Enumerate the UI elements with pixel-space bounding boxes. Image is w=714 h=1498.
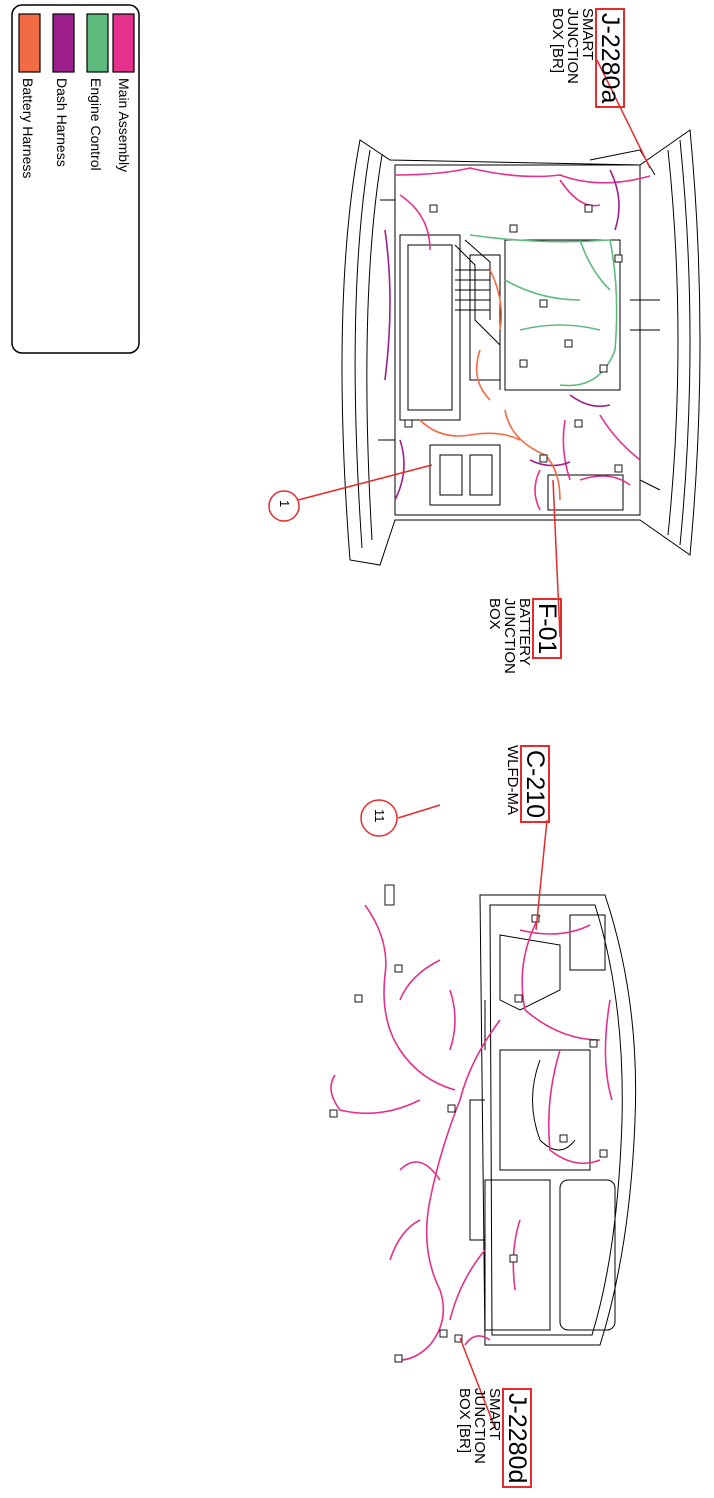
callout-c210-code: C-210 [520,745,550,824]
callout-j2280a-line-2: JUNCTION [564,8,581,84]
callout-j2280d-line-3: BOX [BR] [456,1388,473,1454]
callout-f01-line-2: JUNCTION [501,598,518,674]
callout-j2280a: J-2280a SMART JUNCTION BOX [BR] [549,8,625,109]
callout-f01-line-3: BOX [486,598,503,630]
legend-label-main-assembly: Main Assembly [116,78,132,173]
wire-dash-harness-engine [384,169,620,501]
marker-1 [268,490,300,522]
legend-label-dash-harness: Dash Harness [54,78,70,167]
legend-label-battery-harness: Battery Harness [20,78,36,179]
callout-f01-code: F-01 [532,598,562,660]
legend-swatch-battery-harness [18,13,41,73]
dash-panel-view [469,894,637,1346]
legend-swatch-engine-control [86,13,109,73]
marker-1-label: 1 [277,500,292,508]
marker-11 [360,799,398,837]
marker-11-label: 11 [372,809,387,823]
connectors-engine [404,204,623,473]
callout-j2280d-code: J-2280d [502,1388,532,1489]
wire-main-assembly-dash [330,904,613,1361]
legend-label-engine-control: Engine Control [88,78,104,171]
callout-f01-line-1: BATTERY [516,598,533,666]
callout-c210: C-210 WLFD-MA [504,745,550,824]
callout-j2280d-line-1: SMART [486,1388,503,1441]
callout-j2280d: J-2280d SMART JUNCTION BOX [BR] [456,1388,532,1489]
legend-box [11,4,140,354]
wire-battery-harness [419,269,561,501]
leader-lines [297,59,651,1429]
callout-c210-line-1: WLFD-MA [504,745,521,815]
wire-engine-control [469,234,618,387]
callout-j2280a-line-1: SMART [579,8,596,61]
legend-swatch-dash-harness [52,13,75,73]
callout-j2280a-code: J-2280a [595,8,625,109]
legend-swatch-main-assembly [112,13,135,73]
connectors-dash [329,884,608,1363]
wire-main-assembly-engine [394,167,651,511]
callout-j2280a-line-3: BOX [BR] [549,8,566,74]
callout-f01: F-01 BATTERY JUNCTION BOX [486,598,562,674]
callout-j2280d-line-2: JUNCTION [471,1388,488,1464]
